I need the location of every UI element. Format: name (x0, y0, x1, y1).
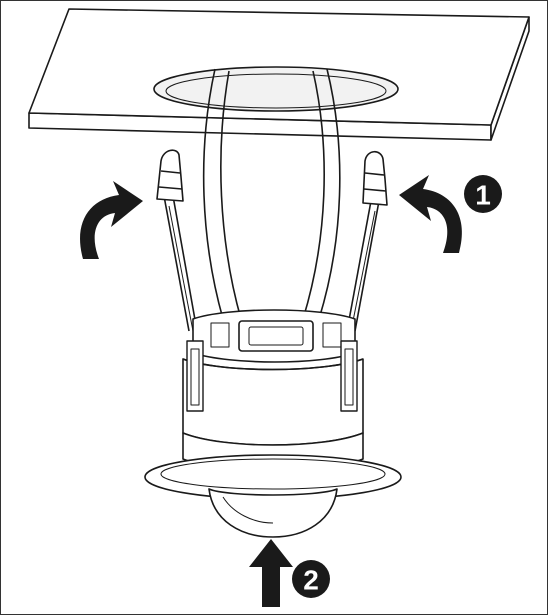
curved-arrow-left-icon (80, 181, 143, 259)
step-2-arrow (249, 539, 293, 607)
step-1-arrows (80, 175, 462, 259)
spring-wire-right (318, 68, 341, 320)
sensor-dome-lens (208, 488, 338, 538)
ceiling-panel (28, 8, 530, 141)
spring-wires (202, 68, 341, 320)
sensor-housing (182, 309, 364, 472)
sensor-flange-inner (160, 458, 386, 490)
spring-clip-left-hook (156, 149, 184, 202)
up-arrow-icon (249, 539, 293, 607)
step-badge-2-label: 2 (303, 565, 319, 596)
curved-arrow-right-icon (399, 175, 462, 253)
ceiling-cutout-hole (153, 66, 399, 112)
step-badge-2: 2 (292, 560, 330, 598)
sensor-flange-and-lens (144, 454, 402, 538)
spring-wire-left (202, 68, 224, 320)
spring-clip-right-hook (362, 150, 388, 206)
spring-wire-right-inner (302, 70, 325, 320)
step-badge-1: 1 (464, 175, 502, 213)
spring-wire-left-inner (220, 70, 242, 320)
sensor-body (182, 358, 364, 446)
spring-clip-right (346, 150, 388, 332)
step-badge-1-label: 1 (475, 180, 491, 211)
ceiling-cutout-hole-inner (165, 73, 387, 109)
spring-clip-left (156, 149, 198, 332)
